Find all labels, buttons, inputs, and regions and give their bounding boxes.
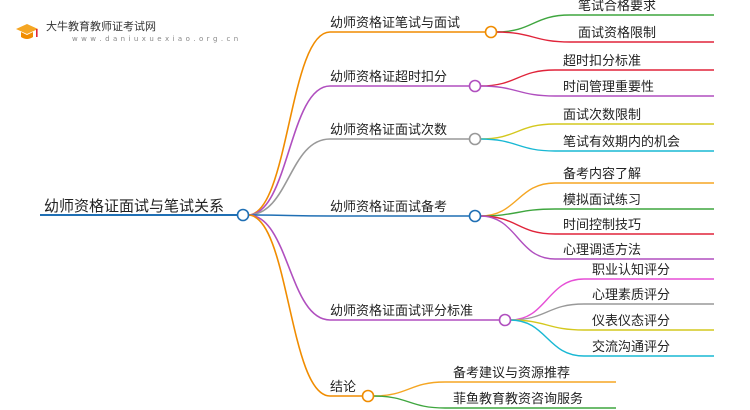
branch-connector	[247, 138, 331, 216]
leaf-connector	[479, 215, 556, 235]
branch-collapse-node[interactable]	[484, 25, 498, 39]
branch-collapse-node[interactable]	[468, 209, 482, 223]
branch-collapse-node[interactable]	[468, 132, 482, 146]
branch-topic: 幼师资格证面试评分标准	[330, 303, 473, 319]
branch-topic: 幼师资格证面试次数	[330, 122, 447, 138]
leaf-connector	[479, 215, 556, 260]
leaf-topic: 交流沟通评分	[592, 339, 670, 355]
leaf-topic: 笔试合格要求	[578, 0, 656, 14]
watermark-url: w w w . d a n i u x u e x i a o . o r g …	[72, 35, 239, 43]
branch-connector	[247, 214, 331, 397]
branch-topic: 结论	[330, 380, 356, 395]
leaf-topic: 笔试有效期内的机会	[563, 134, 680, 150]
leaf-connector	[372, 381, 446, 397]
leaf-topic: 时间控制技巧	[563, 218, 641, 233]
watermark: 大牛教育教师证考试网 w w w . d a n i u x u e x i a…	[14, 16, 238, 50]
branch-connector	[247, 85, 331, 216]
leaf-connector	[509, 278, 585, 321]
branch-collapse-node[interactable]	[468, 79, 482, 93]
leaf-topic: 面试资格限制	[578, 25, 656, 41]
graduation-cap-logo-icon	[16, 24, 38, 39]
leaf-topic: 时间管理重要性	[563, 79, 654, 95]
leaf-topic: 菲鱼教育教资咨询服务	[453, 391, 583, 407]
leaf-connector	[479, 85, 556, 97]
root-collapse-node[interactable]	[236, 208, 250, 222]
branch-connector	[247, 214, 331, 321]
leaf-connector	[479, 69, 556, 87]
leaf-topic: 心理调适方法	[563, 242, 641, 258]
leaf-connector	[372, 395, 446, 409]
leaf-topic: 备考建议与资源推荐	[453, 365, 570, 381]
root-topic: 幼师资格证面试与笔试关系	[44, 197, 224, 215]
leaf-connector	[479, 208, 556, 217]
leaf-topic: 超时扣分标准	[563, 54, 641, 69]
leaf-connector	[479, 138, 556, 152]
branch-connector	[247, 214, 331, 217]
branch-connector	[247, 31, 331, 216]
leaf-connector	[509, 319, 585, 357]
leaf-connector	[479, 123, 556, 140]
watermark-title: 大牛教育教师证考试网	[46, 20, 156, 33]
branch-collapse-node[interactable]	[498, 313, 512, 327]
leaf-topic: 心理素质评分	[592, 288, 670, 303]
branch-topic: 幼师资格证笔试与面试	[330, 15, 460, 31]
leaf-topic: 职业认知评分	[592, 262, 670, 278]
leaf-connector	[495, 31, 571, 43]
leaf-connector	[479, 182, 556, 217]
leaf-topic: 仪表仪态评分	[592, 314, 670, 329]
leaf-connector	[495, 14, 571, 33]
branch-topic: 幼师资格证超时扣分	[330, 69, 447, 85]
branch-topic: 幼师资格证面试备考	[330, 199, 447, 215]
leaf-topic: 面试次数限制	[563, 107, 641, 123]
leaf-topic: 备考内容了解	[563, 166, 641, 182]
leaf-topic: 模拟面试练习	[563, 193, 641, 208]
leaf-connector	[509, 303, 585, 321]
leaf-connector	[509, 319, 585, 331]
branch-collapse-node[interactable]	[361, 389, 375, 403]
